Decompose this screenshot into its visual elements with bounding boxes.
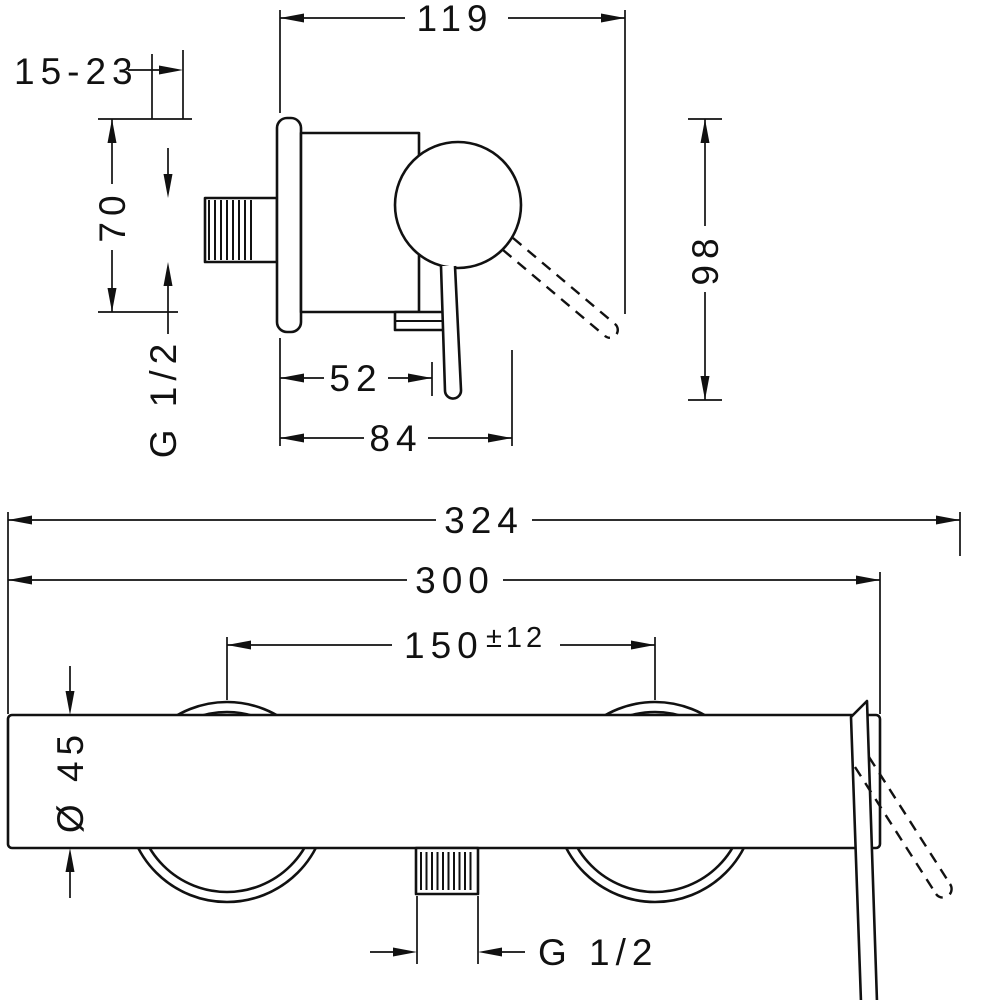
thread-outlet-body (414, 846, 480, 896)
dimension-119: 119 (279, 0, 626, 314)
side-view: 119 15-23 70 G 1/2 (14, 0, 726, 459)
dim-label-324: 324 (444, 500, 524, 541)
dim-label-300: 300 (415, 560, 495, 601)
dim-label-diameter-45: Ø 45 (50, 729, 91, 833)
dim-label-150: 150 (404, 625, 484, 666)
handle-lever-dashed-side (502, 237, 619, 339)
dim-label-52: 52 (329, 358, 382, 399)
dimension-g12-front: G 1/2 (370, 896, 659, 973)
thread-label-front: G 1/2 (538, 932, 659, 973)
dimension-300: 300 (8, 560, 881, 714)
dimension-15-23: 15-23 (14, 50, 184, 119)
front-view: 324 300 150 ±12 Ø 45 (6, 500, 961, 1000)
dimension-g12-side: G 1/2 (143, 148, 184, 458)
dim-label-70: 70 (92, 189, 133, 242)
dimension-84: 84 (279, 338, 513, 459)
thread-inlet (203, 196, 279, 264)
dimension-diameter-45: Ø 45 (50, 666, 91, 898)
wall-plate (275, 116, 303, 334)
dimension-98: 98 (685, 118, 726, 401)
union-nut (393, 310, 451, 332)
control-knob (393, 140, 523, 270)
dimension-150: 150 ±12 (226, 622, 656, 700)
thread-outlet (414, 846, 480, 896)
dim-label-15-23: 15-23 (14, 51, 139, 92)
thread-inlet-body (203, 196, 279, 264)
dimension-70: 70 (92, 118, 192, 313)
fixture-side (203, 116, 619, 400)
fixture-front (6, 699, 953, 1000)
thread-label-side: G 1/2 (143, 338, 184, 459)
handle-lever-dashed-front (853, 756, 953, 899)
handle-stem-front (849, 699, 879, 1000)
dim-label-150-tolerance: ±12 (486, 622, 546, 654)
mixer-bar (6, 713, 882, 850)
dim-label-119: 119 (417, 0, 494, 39)
dim-label-98: 98 (685, 232, 726, 285)
dim-label-84: 84 (369, 418, 422, 459)
dimension-324: 324 (7, 500, 961, 714)
handle-stem-side (439, 265, 463, 400)
dimension-52: 52 (280, 358, 433, 399)
